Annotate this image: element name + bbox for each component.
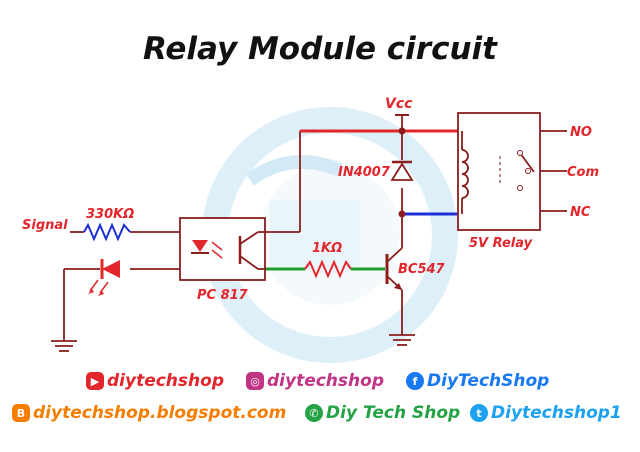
social-whatsapp[interactable]: ✆ Diy Tech Shop bbox=[305, 403, 460, 423]
transistor-label: BC547 bbox=[398, 262, 446, 277]
highlighted-wires bbox=[265, 129, 462, 271]
social-youtube-handle: diytechshop bbox=[107, 371, 224, 391]
relay-no-label: NO bbox=[570, 125, 592, 140]
relay-com-label: Com bbox=[567, 165, 599, 180]
social-blogger-handle: diytechshop.blogspot.com bbox=[33, 403, 287, 423]
ground-left bbox=[51, 340, 77, 352]
resistor-r2-label: 1KΩ bbox=[312, 241, 342, 256]
youtube-icon: ▶ bbox=[86, 372, 104, 390]
relay-label: 5V Relay bbox=[469, 236, 533, 251]
junction-dot bbox=[398, 127, 406, 135]
signal-label: Signal bbox=[22, 218, 68, 233]
twitter-icon: t bbox=[470, 404, 488, 422]
optocoupler bbox=[179, 217, 266, 281]
diode-label: IN4007 bbox=[338, 165, 391, 180]
transistor bbox=[385, 247, 403, 291]
blogger-icon: B bbox=[12, 404, 30, 422]
relay bbox=[457, 112, 541, 231]
resistor-r2 bbox=[304, 259, 352, 279]
social-instagram-handle: diytechshop bbox=[267, 371, 384, 391]
social-facebook-handle: DiyTechShop bbox=[427, 371, 550, 391]
social-facebook[interactable]: f DiyTechShop bbox=[406, 371, 549, 391]
whatsapp-icon: ✆ bbox=[305, 404, 323, 422]
resistor-r1-label: 330KΩ bbox=[86, 207, 134, 222]
led bbox=[88, 259, 120, 296]
instagram-icon: ◎ bbox=[246, 372, 264, 390]
social-youtube[interactable]: ▶ diytechshop bbox=[86, 371, 224, 391]
social-blogger[interactable]: B diytechshop.blogspot.com bbox=[12, 403, 286, 423]
facebook-icon: f bbox=[406, 372, 424, 390]
ground-right bbox=[389, 334, 415, 346]
social-whatsapp-handle: Diy Tech Shop bbox=[326, 403, 461, 423]
optocoupler-label: PC 817 bbox=[197, 288, 249, 303]
social-instagram[interactable]: ◎ diytechshop bbox=[246, 371, 384, 391]
page-title: Relay Module circuit bbox=[143, 31, 498, 67]
resistor-r1 bbox=[83, 222, 131, 242]
social-twitter[interactable]: t Diytechshop1 bbox=[470, 403, 622, 423]
junction-dot bbox=[398, 210, 406, 218]
social-twitter-handle: Diytechshop1 bbox=[491, 403, 622, 423]
relay-nc-label: NC bbox=[570, 205, 591, 220]
diode bbox=[390, 160, 414, 181]
vcc-label: Vcc bbox=[385, 96, 413, 112]
